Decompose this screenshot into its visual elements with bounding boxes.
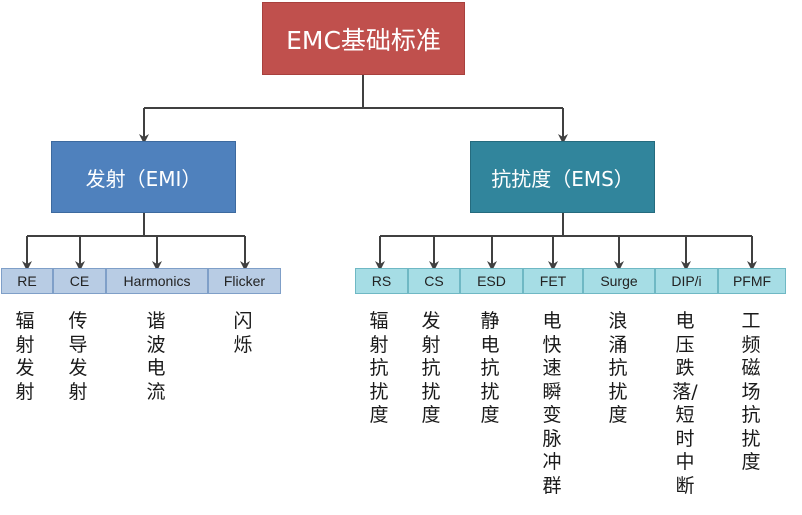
ems-leaf-surge: Surge <box>583 268 655 294</box>
root-label: EMC基础标准 <box>286 25 441 55</box>
emi-desc-harmonics: 谐波电流 <box>146 310 166 403</box>
ems-node: 抗扰度（EMS） <box>470 141 655 213</box>
ems-desc-dip: 电压跌落/短时中断 <box>672 310 698 497</box>
leaf-code: Surge <box>600 273 638 289</box>
emi-leaf-re: RE <box>1 268 53 294</box>
ems-leaf-pfmf: PFMF <box>718 268 786 294</box>
leaf-code: PFMF <box>732 273 772 289</box>
emi-desc-re: 辐射发射 <box>15 310 35 403</box>
ems-leaf-rs: RS <box>355 268 408 294</box>
ems-desc-surge: 浪涌抗扰度 <box>608 310 628 426</box>
leaf-code: FET <box>539 273 567 289</box>
ems-desc-pfmf: 工频磁场抗扰度 <box>741 310 761 473</box>
emi-leaf-harmonics: Harmonics <box>106 268 208 294</box>
emi-label: 发射（EMI） <box>85 166 202 191</box>
ems-leaf-cs: CS <box>408 268 460 294</box>
leaf-code: RS <box>371 273 392 289</box>
root-node: EMC基础标准 <box>262 2 465 75</box>
leaf-code: ESD <box>477 273 506 289</box>
emi-desc-ce: 传导发射 <box>68 310 88 403</box>
ems-desc-cs: 发射抗扰度 <box>421 310 441 426</box>
ems-label: 抗扰度（EMS） <box>491 166 634 191</box>
ems-leaf-fet: FET <box>523 268 583 294</box>
leaf-code: DIP/i <box>671 273 702 289</box>
emi-desc-flicker: 闪烁 <box>233 310 253 356</box>
ems-leaf-dip: DIP/i <box>655 268 718 294</box>
leaf-code: CE <box>69 273 90 289</box>
emi-node: 发射（EMI） <box>51 141 236 213</box>
leaf-code: CS <box>424 273 444 289</box>
ems-desc-fet: 电快速瞬变脉冲群 <box>542 310 562 497</box>
ems-desc-rs: 辐射抗扰度 <box>369 310 389 426</box>
ems-desc-esd: 静电抗扰度 <box>480 310 500 426</box>
emi-leaf-ce: CE <box>53 268 106 294</box>
leaf-code: RE <box>17 273 37 289</box>
leaf-code: Flicker <box>223 273 266 289</box>
leaf-code: Harmonics <box>123 273 191 289</box>
emi-leaf-flicker: Flicker <box>208 268 281 294</box>
ems-leaf-esd: ESD <box>460 268 523 294</box>
